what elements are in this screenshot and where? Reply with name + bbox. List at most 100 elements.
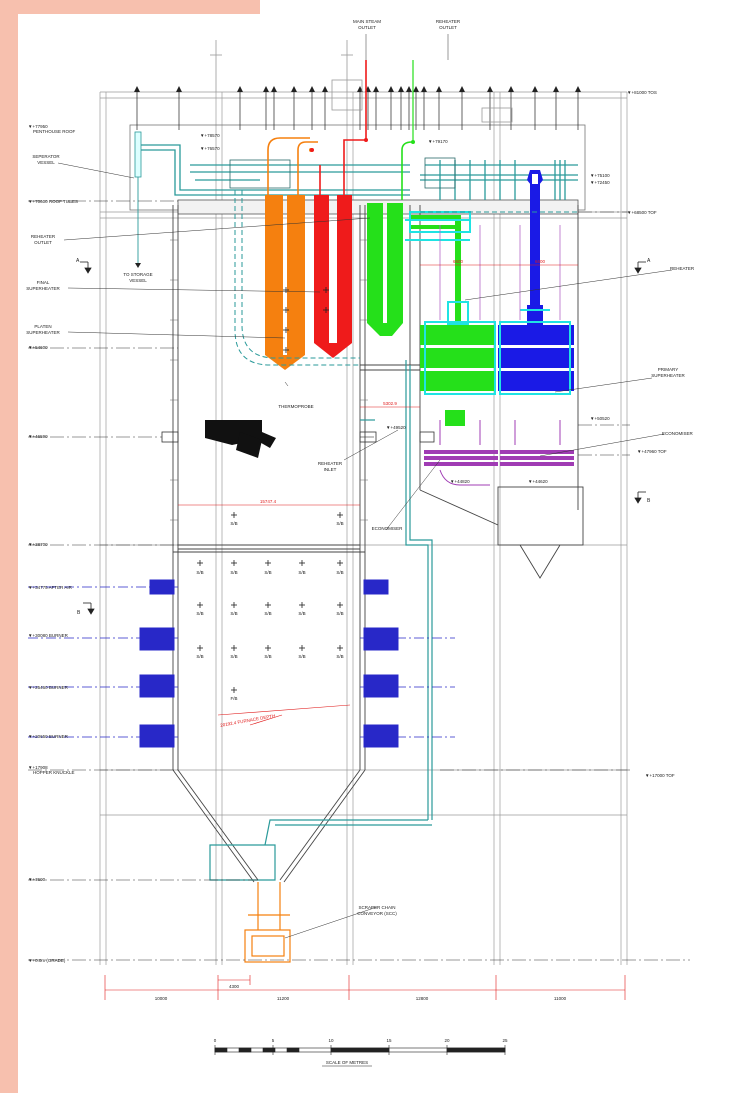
elev-79170: ▼+79170: [428, 139, 448, 144]
scale-bar-graphic: [214, 1045, 506, 1067]
top-margin-band: [0, 0, 260, 14]
sb-label: S/B: [298, 611, 305, 616]
elev-50520: ▼+50520: [590, 416, 610, 421]
hanger-arrowheads: [134, 86, 581, 92]
tof-68500: ▼+68500 TOF: [627, 210, 657, 215]
tof-17000: ▼+17000 TOF: [645, 773, 675, 778]
dashed-pipework: [234, 190, 578, 366]
economiser-label: ECONOMISER: [372, 526, 404, 531]
downcomer-piping: [209, 360, 433, 881]
to-storage-label-2: VESSEL: [129, 278, 147, 283]
scraper-chain-conveyor: [244, 882, 291, 963]
scale-tick-10: 10: [328, 1038, 334, 1043]
economiser-right-label: ECONOMISER: [662, 431, 694, 436]
sb-label: S/B: [230, 570, 237, 575]
thermoprobe: [205, 420, 276, 458]
primary-sh-headers: [499, 309, 571, 395]
furnace-depth-dim: 20192.4 FURNACE DEPTH: [220, 713, 276, 728]
scale-tick-0: 0: [214, 1038, 217, 1043]
separator-vessel: [134, 131, 142, 268]
reheater: [367, 60, 496, 426]
main-steam-label-1: MAIN STEAM: [353, 19, 381, 24]
reheater-outlet-label-2: OUTLET: [34, 240, 52, 245]
sb-label: S/B: [298, 654, 305, 659]
reheater-headers: [405, 211, 496, 395]
section-b-left: B: [77, 610, 81, 616]
roof-tubes-label: ▼+70600 ROOF TUBES: [28, 199, 78, 204]
level-7600: ▼+7600: [28, 877, 46, 882]
main-steam-label-2: OUTLET: [358, 25, 376, 30]
section-b-right: B: [647, 498, 651, 504]
sb-label: S/B: [196, 654, 203, 659]
after-air-level: ▼+34775 AFTER AIR: [28, 585, 73, 590]
hopper-knuckle-label: HOPPER KNUCKLE: [33, 770, 75, 775]
platen-sh-label-1: PLATEN: [34, 324, 51, 329]
elev-44620: ▼+44620: [528, 479, 548, 484]
separator-label-2: VESSEL: [37, 160, 55, 165]
final-superheater: [265, 137, 318, 370]
scc-label-2: CONVEYOR (SCC): [357, 911, 397, 916]
dim-15747: 15747.4: [260, 499, 277, 504]
sootblower-markers: [197, 287, 343, 693]
burner-centerlines: [28, 586, 455, 738]
platen-sh-label-2: SUPERHEATER: [26, 330, 60, 335]
penthouse-level: ▼+77950: [28, 124, 48, 129]
right-labels: ▼+81000 TOS ▼+68500 TOF REHEATER PRIMARY…: [627, 90, 695, 778]
dim-11200: 11200: [277, 996, 290, 1001]
top-labels: MAIN STEAM OUTLET REHEATER OUTLET: [353, 19, 461, 30]
dim-12800: 12800: [416, 996, 429, 1001]
sb-label: S/B: [298, 570, 305, 575]
dim-5302: 5302.9: [383, 401, 397, 406]
reheater-outlet-label-1: REHEATER: [31, 234, 56, 239]
dimension-lines-red: [104, 264, 626, 1000]
dim-10000: 10000: [155, 996, 168, 1001]
top-stacks: [210, 40, 513, 123]
section-a-right: A: [647, 258, 651, 264]
tos-81000: ▼+81000 TOS: [627, 90, 657, 95]
bottom-dimensions: 10000 4300 11200 12800 11000: [155, 984, 567, 1001]
left-margin-band: [0, 0, 18, 1093]
economiser: [424, 225, 574, 486]
dim-11000: 11000: [554, 996, 567, 1001]
level-38700: ▼+38700: [28, 542, 48, 547]
separator-label-1: SEPERATOR: [32, 154, 60, 159]
penthouse-roof-label: PENTHOUSE ROOF: [33, 129, 76, 134]
sb-label: S/B: [336, 654, 343, 659]
primary-sh-label-1: PRIMARY: [658, 367, 678, 372]
tof-47960: ▼+47960 TOF: [637, 449, 667, 454]
burner-level-1: ▼+30080 BURNER: [28, 633, 69, 638]
sb-label: S/B: [336, 521, 343, 526]
reheater-outlet-top-label-1: REHEATER: [436, 19, 461, 24]
sb-label: S/B: [264, 570, 271, 575]
elev-76570: ▼+76570: [200, 146, 220, 151]
grade-level: ▼+0.0m (GRADE): [28, 958, 66, 963]
elev-75100: ▼+75100: [590, 173, 610, 178]
sb-label: S/B: [230, 654, 237, 659]
scale-tick-20: 20: [444, 1038, 450, 1043]
elev-49520: ▼+49520: [386, 425, 406, 430]
level-54600: ▼+54600: [28, 345, 48, 350]
elev-78570: ▼+78570: [200, 133, 220, 138]
scale-label: SCALE OF METRES: [326, 1060, 368, 1065]
penthouse-casing: [129, 124, 586, 211]
section-a-left: A: [76, 258, 80, 264]
scale-tick-5: 5: [272, 1038, 275, 1043]
thermoprobe-label: THERMOPROBE: [278, 404, 313, 409]
primary-sh-label-2: SUPERHEATER: [651, 373, 685, 378]
level-46590: ▼+46590: [28, 434, 48, 439]
sb-label: S/B: [336, 611, 343, 616]
left-labels: ▼+77950 PENTHOUSE ROOF SEPERATOR VESSEL …: [26, 124, 152, 963]
sb-label: S/B: [264, 611, 271, 616]
final-sh-label-1: FINAL: [37, 280, 50, 285]
platen-superheater: [310, 60, 368, 358]
fb-label: F/B: [230, 696, 237, 701]
hopper-level: ▼+17908: [28, 765, 48, 770]
elev-72450: ▼+72450: [590, 180, 610, 185]
scale-tick-25: 25: [502, 1038, 508, 1043]
penthouse-piping: [141, 144, 578, 200]
wall-penetrations: [161, 431, 435, 443]
scale-labels: 0 5 10 15 20 25 SCALE OF METRES: [214, 1038, 508, 1065]
level-lines: [28, 200, 690, 961]
